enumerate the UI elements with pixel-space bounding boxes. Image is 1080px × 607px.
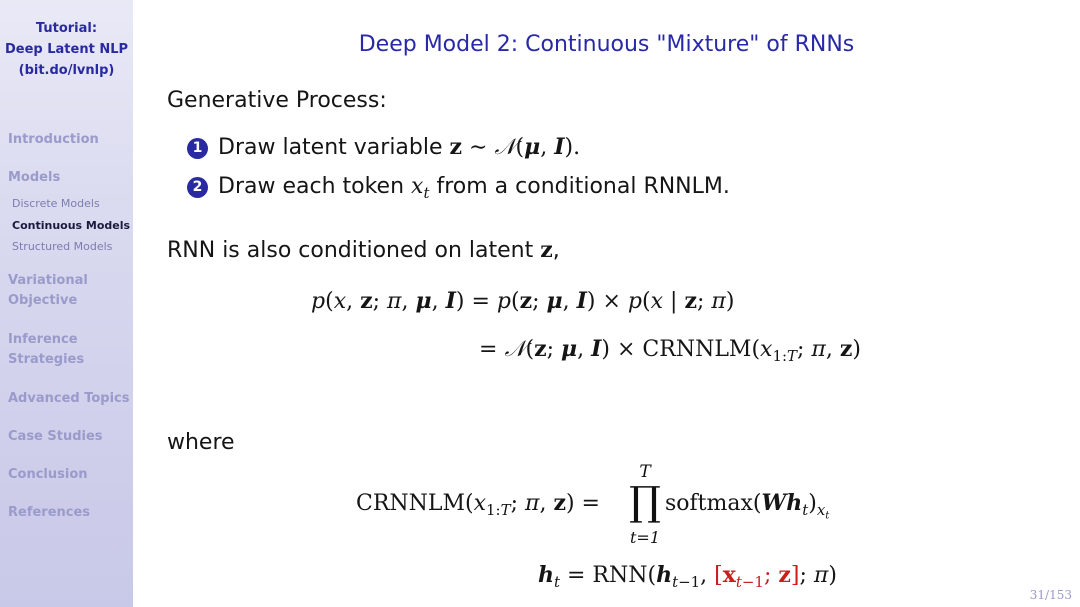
sidebar-item-conclusion[interactable]: Conclusion	[8, 467, 88, 482]
product-upper-limit: T	[639, 462, 651, 482]
variational-line-2: Objective	[8, 293, 78, 308]
step-2-bullet: 2	[187, 177, 208, 198]
joint-equation-line-2: = 𝒩(z; μ, I) × CRNNLM(x1:T; π, z)	[479, 336, 861, 366]
sidebar-navigation: Tutorial: Deep Latent NLP (bit.do/lvnlp)…	[0, 0, 133, 607]
variational-line-1: Variational	[8, 273, 88, 288]
slide-title: Deep Model 2: Continuous "Mixture" of RN…	[358, 32, 855, 57]
crnnlm-lhs: CRNNLM(x1:T; π, z) =	[356, 490, 600, 520]
rnn-line-text: RNN is also conditioned on latent	[167, 238, 534, 263]
sidebar-item-models[interactable]: Models	[8, 170, 61, 185]
presentation-title[interactable]: Tutorial: Deep Latent NLP (bit.do/lvnlp)	[0, 18, 133, 81]
title-line-2: Deep Latent NLP	[4, 42, 129, 57]
sidebar-item-advanced-topics[interactable]: Advanced Topics	[8, 391, 130, 406]
crnnlm-rhs: softmax(Wht)xt	[665, 490, 830, 522]
step-2-text-b: from a conditional RNNLM.	[436, 174, 730, 199]
hidden-state-equation: ht = RNN(ht−1, [xt−1; z]; π)	[538, 562, 837, 592]
sidebar-item-variational-objective[interactable]: Variational Objective	[8, 271, 88, 311]
step-1-text: Draw latent variable	[218, 135, 443, 160]
step-2-text-a: Draw each token	[218, 174, 405, 199]
inference-line-1: Inference	[8, 332, 78, 347]
rnn-conditioned-line: RNN is also conditioned on latent z,	[167, 237, 560, 263]
sidebar-subitem-structured-models[interactable]: Structured Models	[12, 240, 113, 253]
inference-line-2: Strategies	[8, 352, 85, 367]
sidebar-item-introduction[interactable]: Introduction	[8, 132, 99, 147]
joint-equation-line-1: p(x, z; π, μ, I) = p(z; μ, I) × p(x | z;…	[311, 288, 735, 314]
sidebar-subitem-continuous-models[interactable]: Continuous Models	[12, 219, 131, 232]
title-line-3: (bit.do/lvnlp)	[18, 63, 115, 78]
slide-content: Deep Model 2: Continuous "Mixture" of RN…	[133, 0, 1080, 607]
page-number: 31/153	[1029, 588, 1072, 602]
product-lower-limit: t=1	[629, 528, 660, 547]
sidebar-item-case-studies[interactable]: Case Studies	[8, 429, 103, 444]
product-symbol: ∏	[629, 479, 661, 525]
generative-process-heading: Generative Process:	[167, 88, 387, 113]
product-operator: T ∏ t=1	[629, 462, 661, 550]
title-line-1: Tutorial:	[35, 21, 98, 36]
where-label: where	[167, 430, 235, 455]
sidebar-subitem-discrete-models[interactable]: Discrete Models	[12, 197, 100, 210]
sidebar-item-inference-strategies[interactable]: Inference Strategies	[8, 330, 84, 370]
step-1-bullet: 1	[187, 138, 208, 159]
sidebar-item-references[interactable]: References	[8, 505, 91, 520]
